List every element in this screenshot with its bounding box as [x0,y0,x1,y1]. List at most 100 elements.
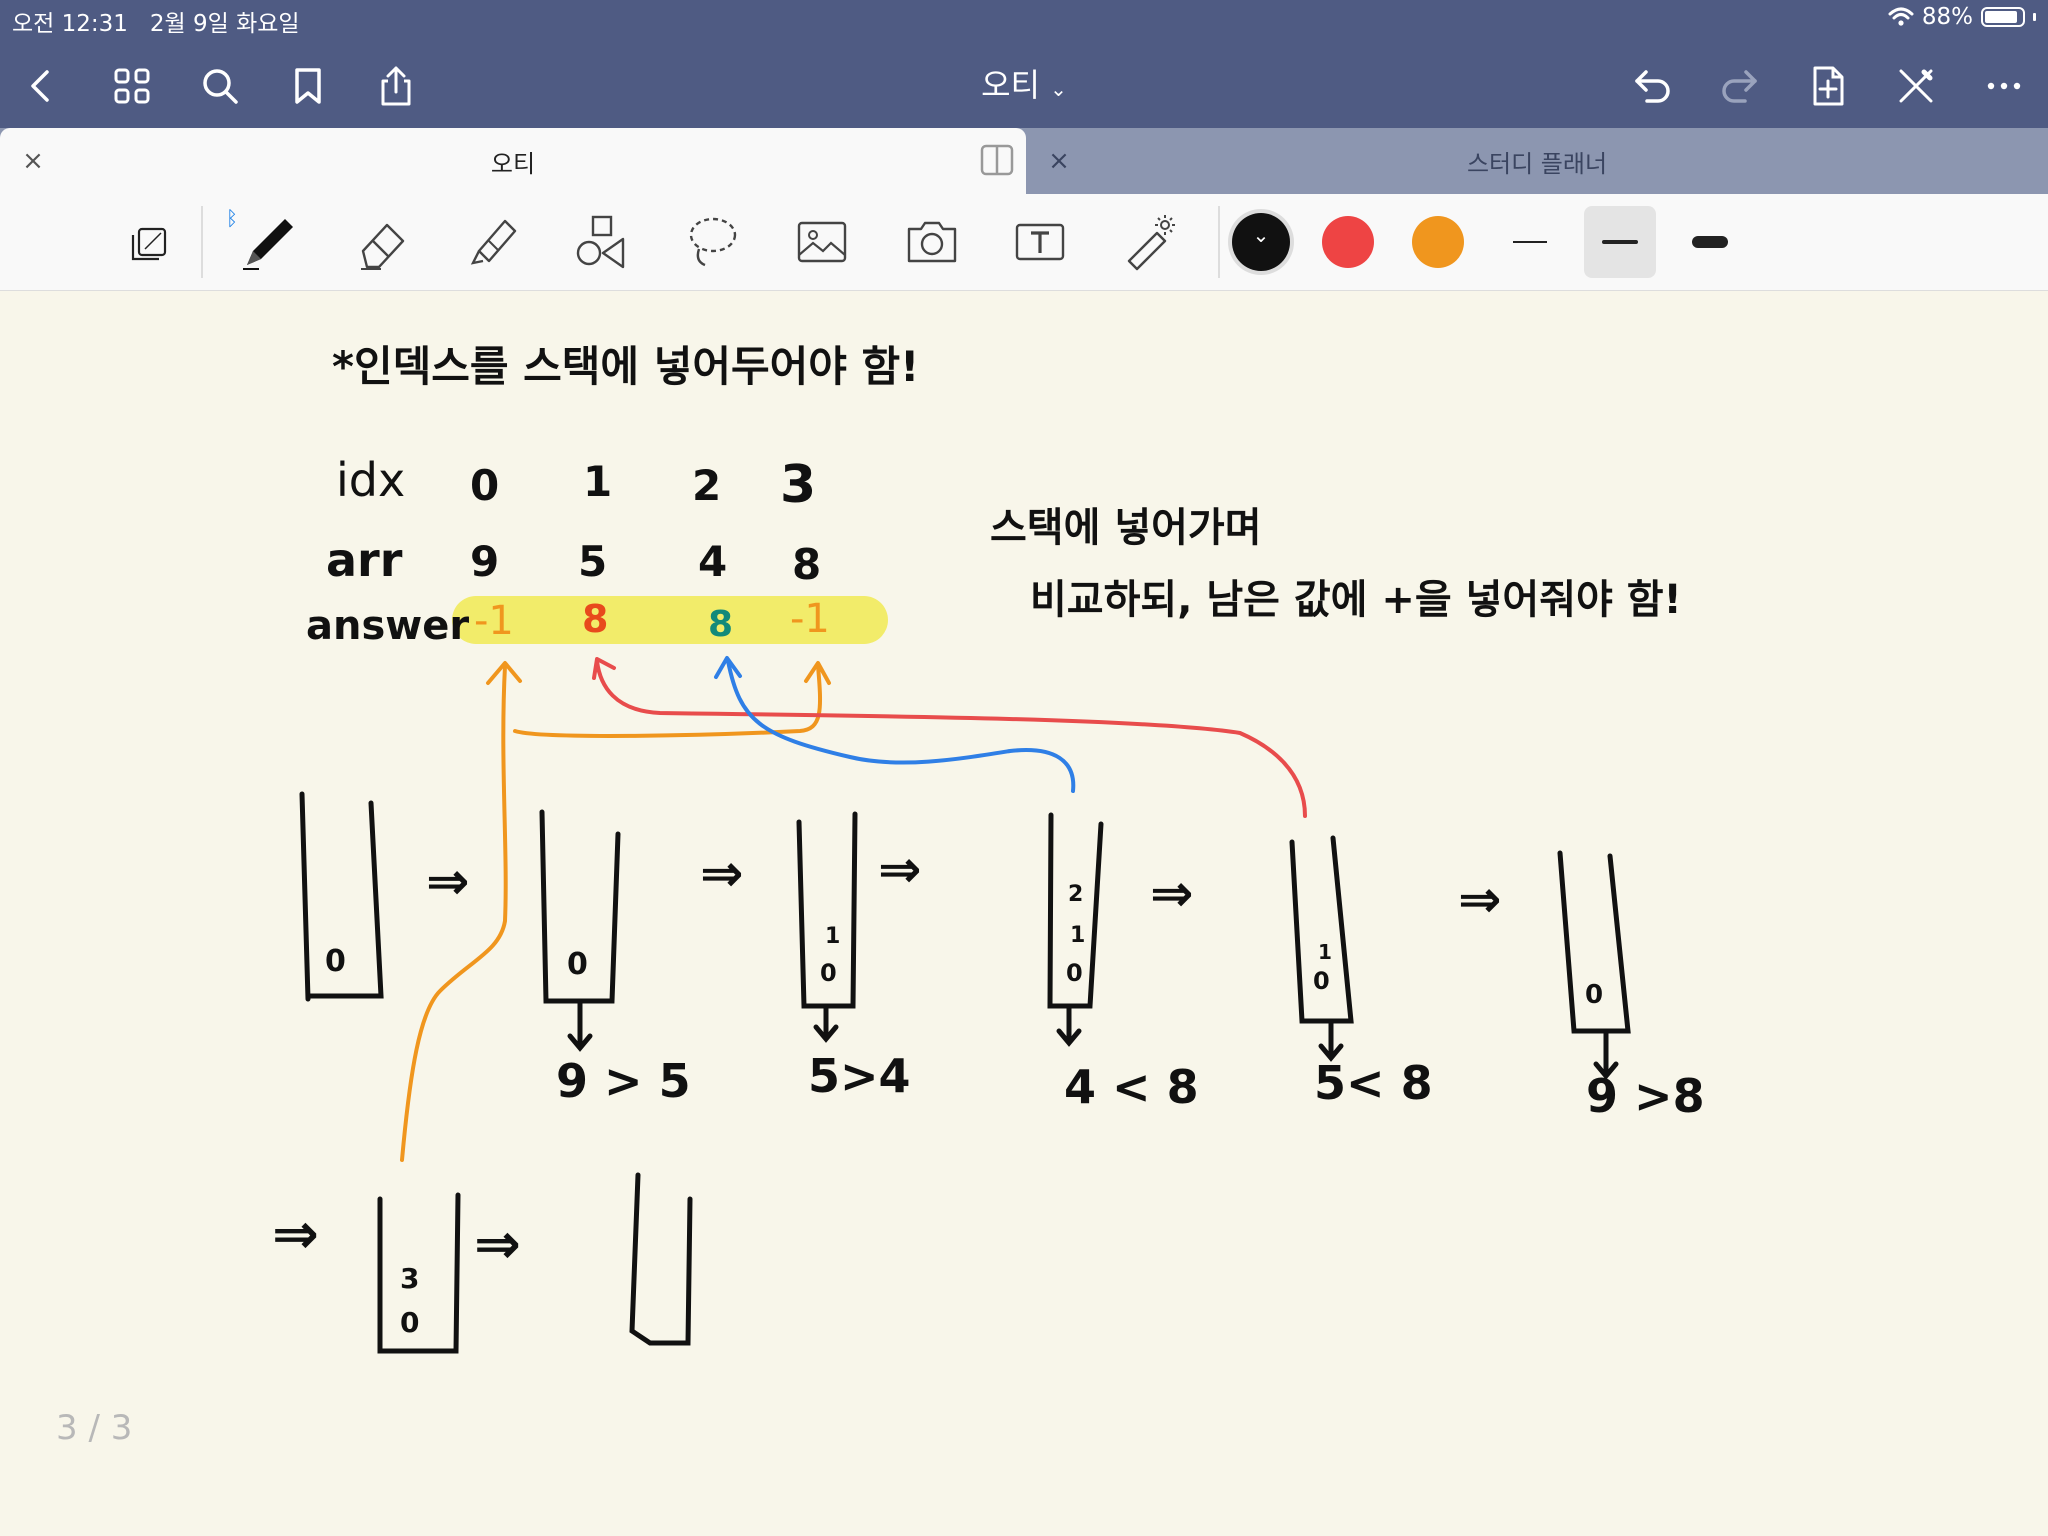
chevron-down-icon[interactable]: ⌄ [1050,77,1067,101]
stack-4-item: 2 [1068,882,1083,907]
back-icon[interactable] [14,58,70,114]
chevron-down-icon: ⌄ [1252,223,1270,247]
side-note-2: 비교하되, 남은 값에 +을 넣어줘야 함! [1030,577,1682,623]
stack-6-item: 0 [1585,980,1603,1010]
stroke-thick-button[interactable] [1674,206,1746,278]
stack-7 [377,1192,461,1354]
close-pen-icon[interactable] [1888,58,1944,114]
more-icon[interactable] [1976,58,2032,114]
toolbar-divider [1218,206,1220,278]
answer-highlight [452,596,888,644]
comparison-3: 4 < 8 [1064,1060,1199,1114]
idx-value-1: 1 [583,457,612,506]
split-view-icon[interactable] [980,144,1014,176]
color-red-swatch[interactable] [1322,216,1374,268]
eraser-icon[interactable] [346,210,418,274]
tab-study-planner[interactable]: × 스터디 플래너 [1026,128,2048,194]
undo-icon[interactable] [1624,58,1680,114]
answer-value-1: 8 [582,597,608,641]
document-title-text: 오티 [981,66,1040,104]
toolbar-divider [201,206,203,278]
flow-arrow: ⇒ [474,1212,521,1277]
note-canvas[interactable]: *인덱스를 스택에 넣어두어야 함! idx 0 1 2 3 arr 9 5 4… [0,291,2048,1536]
comparison-1: 9 > 5 [556,1054,691,1108]
color-orange-swatch[interactable] [1412,216,1464,268]
tab-label: 스터디 플래너 [1466,149,1608,178]
stroke-thin-button[interactable] [1494,206,1566,278]
grid-icon[interactable] [104,58,160,114]
bookmark-icon[interactable] [280,58,336,114]
arr-value-2: 4 [698,537,727,586]
color-black-swatch[interactable]: ⌄ [1232,213,1290,271]
shapes-icon[interactable] [566,210,638,274]
wifi-icon [1888,7,1914,26]
arrow-orange-1 [400,664,508,1162]
stack-5-item: 1 [1318,940,1332,964]
pen-icon[interactable]: ᛒ [226,206,304,274]
stroke-medium-button[interactable] [1584,206,1656,278]
side-note-1: 스택에 넣어가며 [990,505,1262,551]
answer-value-2: 8 [708,604,733,645]
search-icon[interactable] [192,58,248,114]
top-bar: 오전 12:31 2월 9일 화요일 88% 오티 ⌄ [0,0,2048,128]
arr-value-1: 5 [578,537,607,586]
flow-arrow: ⇒ [700,844,744,904]
stack-1-item: 0 [325,944,346,979]
arrow-orange-2 [513,664,823,738]
stack-4-item: 0 [1066,959,1083,987]
arrow-blue [726,659,1076,793]
lasso-icon[interactable] [676,210,748,274]
add-page-icon[interactable] [1800,58,1856,114]
answer-value-0: -1 [474,598,514,644]
idx-label: idx [336,453,405,507]
arrowhead-orange-2 [804,661,831,685]
stack-8 [629,1172,693,1346]
arrowhead-red [592,657,616,680]
comparison-4: 5< 8 [1314,1056,1433,1110]
stack-3-item: 0 [820,959,837,987]
flow-arrow: ⇒ [1458,870,1502,930]
stack-1 [299,791,384,1002]
comparison-2: 5>4 [808,1049,911,1103]
image-icon[interactable] [786,210,858,274]
text-icon[interactable] [1004,210,1076,274]
stack-6 [1557,850,1631,1034]
title-note: *인덱스를 스택에 넣어두어야 함! [332,342,919,391]
arr-value-0: 9 [470,537,499,586]
redo-icon[interactable] [1712,58,1768,114]
share-icon[interactable] [368,58,424,114]
flow-arrow: ⇒ [1150,864,1194,924]
status-time: 오전 12:31 [12,11,128,37]
stack-3-item: 1 [825,924,840,949]
arr-value-3: 8 [792,540,821,589]
status-date: 2월 9일 화요일 [149,11,300,37]
arr-label: arr [326,533,403,587]
laser-pointer-icon[interactable] [1112,210,1184,274]
battery-fill [1985,11,2017,23]
comparison-5: 9 >8 [1586,1069,1705,1123]
arrowhead-orange-1 [486,661,522,685]
flow-arrow: ⇒ [878,840,922,900]
idx-value-0: 0 [470,461,499,510]
tab-bar: × 오티 × 스터디 플래너 [0,128,2048,194]
stack-4-item: 1 [1070,923,1085,948]
tab-oti[interactable]: × 오티 [0,128,1026,194]
camera-icon[interactable] [896,210,968,274]
battery-tip [2033,13,2036,21]
status-indicators: 88% [1888,4,2036,30]
battery-icon [1981,7,2025,27]
close-icon[interactable]: × [22,146,44,176]
stack-2-item: 0 [567,947,588,982]
stack-down-arrows [567,998,1619,1080]
drawing-toolbar: ᛒ ⌄ [0,194,2048,291]
document-title[interactable]: 오티 ⌄ [0,60,2048,106]
stack-7-item: 0 [400,1306,419,1339]
close-icon[interactable]: × [1048,146,1070,176]
idx-value-3: 3 [780,455,816,515]
idx-value-2: 2 [692,461,721,510]
arrowhead-blue [714,656,742,679]
stack-5 [1289,835,1354,1024]
page-view-icon[interactable] [116,210,188,274]
highlighter-icon[interactable] [456,210,528,274]
flow-arrow: ⇒ [272,1202,319,1267]
